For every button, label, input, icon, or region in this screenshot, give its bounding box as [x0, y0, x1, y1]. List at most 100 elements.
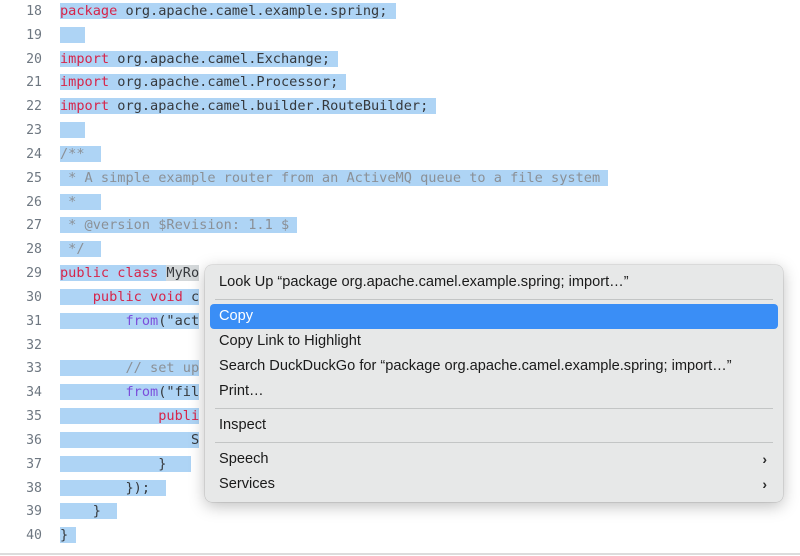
- code-token: // set up: [125, 360, 200, 377]
- menu-item-label: Inspect: [219, 417, 267, 433]
- code-token: *: [60, 193, 101, 210]
- line-number: 36: [26, 432, 42, 448]
- code-line-text: import org.apache.camel.Processor;: [60, 71, 347, 95]
- code-line-text: });: [60, 477, 167, 501]
- line-number: 26: [26, 194, 42, 210]
- code-token: [60, 122, 85, 139]
- code-line-text: }: [60, 524, 77, 548]
- code-line-text: from("act: [60, 310, 200, 334]
- code-line: 24/**: [0, 143, 800, 167]
- code-token: import: [60, 74, 110, 91]
- code-line: 20 import org.apache.camel.Exchange;: [0, 48, 800, 72]
- line-number: 34: [26, 385, 42, 401]
- code-token: public class: [60, 265, 167, 282]
- code-line: 27 * @version $Revision: 1.1 $: [0, 214, 800, 238]
- code-line: 25 * A simple example router from an Act…: [0, 167, 800, 191]
- code-token: public void: [92, 288, 191, 305]
- menu-separator: [215, 408, 773, 409]
- line-number: 22: [26, 99, 42, 115]
- menu-item-label: Search DuckDuckGo for “package org.apach…: [219, 358, 732, 374]
- context-menu[interactable]: Look Up “package org.apache.camel.exampl…: [205, 265, 783, 502]
- code-token: S: [60, 431, 200, 448]
- code-token: [60, 26, 85, 43]
- line-number: 39: [26, 504, 42, 520]
- chevron-right-icon: ›: [762, 451, 767, 467]
- code-token: org.apache.camel.Exchange;: [109, 50, 339, 67]
- code-token: from: [125, 384, 159, 401]
- code-line-text: publi: [60, 405, 200, 429]
- code-line-text: }: [60, 500, 118, 524]
- code-token: * @version $Revision: 1.1 $: [60, 217, 298, 234]
- menu-item-label: Copy Link to Highlight: [219, 333, 361, 349]
- code-line: 28 */: [0, 238, 800, 262]
- menu-item[interactable]: Services ›: [210, 472, 778, 497]
- code-line-text: S: [60, 429, 200, 453]
- code-token: ("fil: [158, 384, 200, 401]
- code-line: 40}: [0, 524, 800, 548]
- code-token: from: [125, 312, 159, 329]
- code-token: c: [190, 288, 200, 305]
- code-line-text: }: [60, 453, 191, 477]
- code-token: }: [60, 527, 77, 544]
- line-number: 23: [26, 123, 42, 139]
- code-token: publi: [158, 408, 200, 425]
- menu-item[interactable]: Print…: [210, 379, 778, 404]
- code-line: 18 package org.apache.camel.example.sprin…: [0, 0, 800, 24]
- menu-item[interactable]: Inspect: [210, 413, 778, 438]
- line-number: 19: [26, 27, 42, 43]
- code-line: 30 public void c: [0, 286, 800, 310]
- code-line: 21 import org.apache.camel.Processor;: [0, 71, 800, 95]
- menu-item[interactable]: Copy Link to Highlight: [210, 329, 778, 354]
- code-token: import: [60, 98, 110, 115]
- menu-item-label: Look Up “package org.apache.camel.exampl…: [219, 274, 629, 290]
- code-token: }: [60, 455, 191, 472]
- code-line: 19: [0, 24, 800, 48]
- menu-item[interactable]: Search DuckDuckGo for “package org.apach…: [210, 354, 778, 379]
- menu-item-label: Services: [219, 476, 275, 492]
- code-line-text: * @version $Revision: 1.1 $: [60, 214, 298, 238]
- code-line-text: * A simple example router from an Active…: [60, 167, 609, 191]
- code-line: 33 // set up: [0, 357, 800, 381]
- code-token: MyRo: [166, 265, 200, 282]
- menu-separator: [215, 299, 773, 300]
- line-number: 18: [26, 4, 42, 19]
- menu-item[interactable]: Speech›: [210, 447, 778, 472]
- code-token: }: [60, 503, 118, 520]
- code-line-text: *: [60, 191, 101, 215]
- code-token: [60, 360, 126, 377]
- menu-item[interactable]: Copy: [210, 304, 778, 329]
- code-token: import: [60, 50, 110, 67]
- code-line: 31 from("act: [0, 310, 800, 334]
- code-line-text: package org.apache.camel.example.spring;: [60, 0, 396, 24]
- code-token: ("act: [158, 312, 200, 329]
- code-line-text: from("fil: [60, 381, 200, 405]
- menu-item[interactable]: Look Up “package org.apache.camel.exampl…: [210, 270, 778, 295]
- code-line: 23: [0, 119, 800, 143]
- code-line: 32: [0, 334, 800, 358]
- code-line: 35 publi: [0, 405, 800, 429]
- line-number: 32: [26, 337, 42, 353]
- code-token: * A simple example router from an Active…: [60, 169, 609, 186]
- line-number: 29: [26, 266, 42, 282]
- line-number: 27: [26, 218, 42, 234]
- chevron-right-icon: ›: [762, 476, 767, 492]
- code-line-text: [60, 119, 85, 143]
- menu-item-label: Print…: [219, 383, 264, 399]
- code-line: 37 }: [0, 453, 800, 477]
- line-number: 35: [26, 409, 42, 425]
- code-token: /**: [60, 145, 101, 162]
- line-number: 20: [26, 51, 42, 67]
- line-number: 25: [26, 170, 42, 186]
- line-number: 40: [26, 528, 42, 544]
- code-line: 34 from("fil: [0, 381, 800, 405]
- menu-separator: [215, 442, 773, 443]
- code-token: org.apache.camel.example.spring;: [117, 3, 396, 19]
- line-number: 37: [26, 456, 42, 472]
- code-token: [60, 408, 159, 425]
- line-number: 33: [26, 361, 42, 377]
- line-number: 21: [26, 75, 42, 91]
- code-line-text: // set up: [60, 357, 200, 381]
- code-token: [60, 288, 93, 305]
